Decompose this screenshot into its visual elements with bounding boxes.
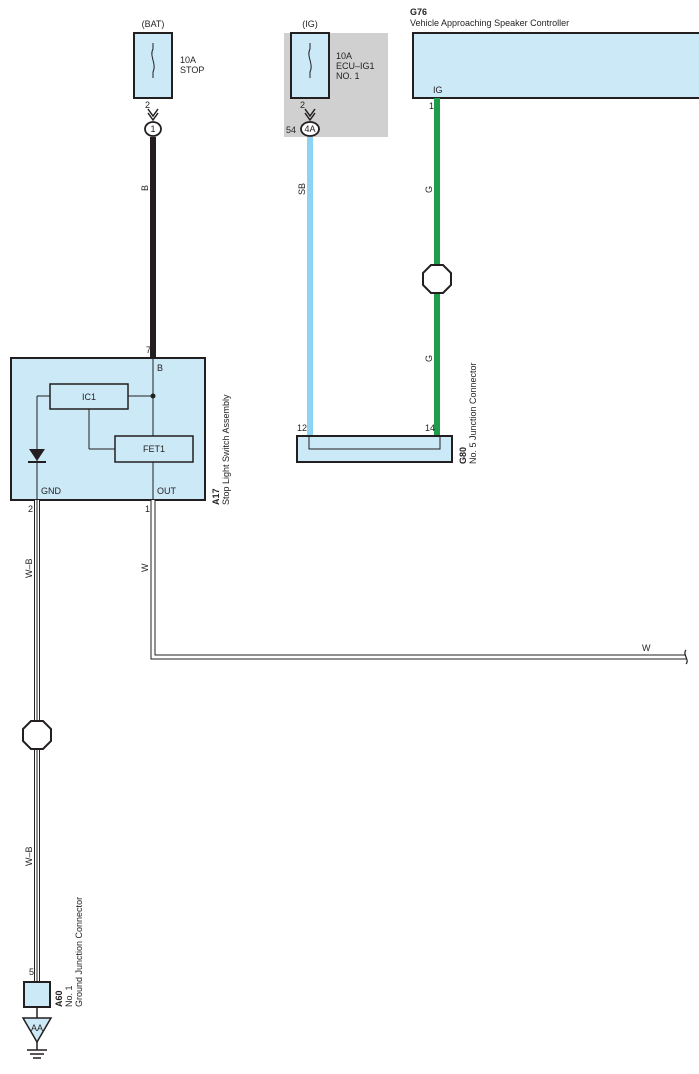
bat-source-label: (BAT) (142, 19, 165, 29)
controller-g76: G76 Vehicle Approaching Speaker Controll… (410, 7, 699, 111)
wire-w: W W (140, 500, 688, 665)
stop-switch-code: A17 (211, 488, 221, 505)
ground-icon (27, 1049, 47, 1059)
inline-connector-wb-icon (22, 720, 52, 750)
stop-term-out: OUT (157, 486, 177, 496)
diode-icon (29, 449, 45, 461)
connector-4a-label: 4A (304, 124, 315, 134)
wire-wb1-label: W–B (24, 558, 34, 578)
controller-pin: 1 (429, 101, 434, 111)
wire-w1-label: W (140, 563, 150, 572)
connector-arrow-icon (304, 108, 316, 122)
stop-switch-name: Stop Light Switch Assembly (221, 394, 231, 505)
connector-4a-pin: 54 (286, 125, 296, 135)
junction-bar (308, 435, 441, 450)
ground-point-label: AA (31, 1023, 43, 1033)
wire-b: B (140, 137, 156, 358)
fuse-bat-icon (151, 43, 155, 78)
ground-conn-code: A60 (54, 990, 64, 1007)
ground-conn-name2: Ground Junction Connector (74, 897, 84, 1007)
wire-g: G G (422, 98, 452, 436)
controller-name: Vehicle Approaching Speaker Controller (410, 18, 569, 28)
stop-switch-a17: 7 B IC1 FET1 GND OUT 2 1 A17 Stop Light … (10, 345, 231, 514)
controller-terminal: IG (433, 85, 443, 95)
fuse-ig: (IG) 10A ECU–IG1 NO. 1 2 54 4A (284, 19, 388, 137)
fuse-bat-pin: 2 (145, 100, 150, 110)
junction-code: G80 (458, 447, 468, 464)
connector-4a-oval (300, 121, 320, 137)
junction-name: No. 5 Junction Connector (468, 362, 478, 464)
fuse-bat-name: STOP (180, 65, 204, 75)
junction-pin-left: 12 (297, 423, 307, 433)
wire-break-icon (684, 649, 688, 665)
wire-sb: SB (297, 137, 313, 436)
ground-point-triangle (21, 1017, 53, 1044)
fuse-ig-box (290, 32, 330, 99)
ground-conn-a60: 5 A60 No. 1 Ground Junction Connector AA (21, 897, 84, 1059)
connector-arrow-icon (147, 108, 159, 122)
stop-pin-out: 1 (145, 504, 150, 514)
fuse-ig-rating: 10A (336, 51, 352, 61)
fuse-bat: (BAT) 10A STOP 2 1 (133, 19, 204, 137)
fuse-bat-box (133, 32, 173, 99)
stop-term-b: B (157, 363, 163, 373)
stop-term-gnd: GND (41, 486, 62, 496)
wire-sb-label: SB (297, 183, 307, 195)
stop-pin-gnd: 2 (28, 504, 33, 514)
ig-source-label: (IG) (302, 19, 318, 29)
wire-g1-label: G (424, 186, 434, 193)
ground-pin: 5 (29, 967, 34, 977)
controller-box (412, 32, 699, 99)
ic1-label: IC1 (82, 392, 96, 402)
ground-conn-name1: No. 1 (64, 985, 74, 1007)
ground-conn-box (23, 981, 51, 1008)
wire-g2-label: G (424, 355, 434, 362)
fuse-ig-icon (308, 43, 312, 78)
connector-1-label: 1 (150, 124, 155, 134)
stop-switch-box (10, 357, 206, 501)
controller-code: G76 (410, 7, 427, 17)
wire-b-label: B (140, 185, 150, 191)
wire-wb2-label: W–B (24, 846, 34, 866)
fet1-label: FET1 (143, 444, 165, 454)
wire-wb: W–B W–B (22, 500, 52, 982)
fuse-ig-name1: ECU–IG1 (336, 61, 375, 71)
wire-w2-label: W (642, 643, 651, 653)
fuse-ig-pin: 2 (300, 100, 305, 110)
fet1-box (114, 435, 194, 463)
connector-1-oval (144, 121, 162, 137)
stop-pin-b: 7 (146, 345, 151, 355)
inline-connector-g-icon (422, 264, 452, 294)
junction-g80: 12 14 G80 No. 5 Junction Connector (296, 362, 478, 464)
junction-pin-right: 14 (425, 423, 435, 433)
fuse-ig-name2: NO. 1 (336, 71, 360, 81)
fuse-bat-rating: 10A (180, 55, 196, 65)
